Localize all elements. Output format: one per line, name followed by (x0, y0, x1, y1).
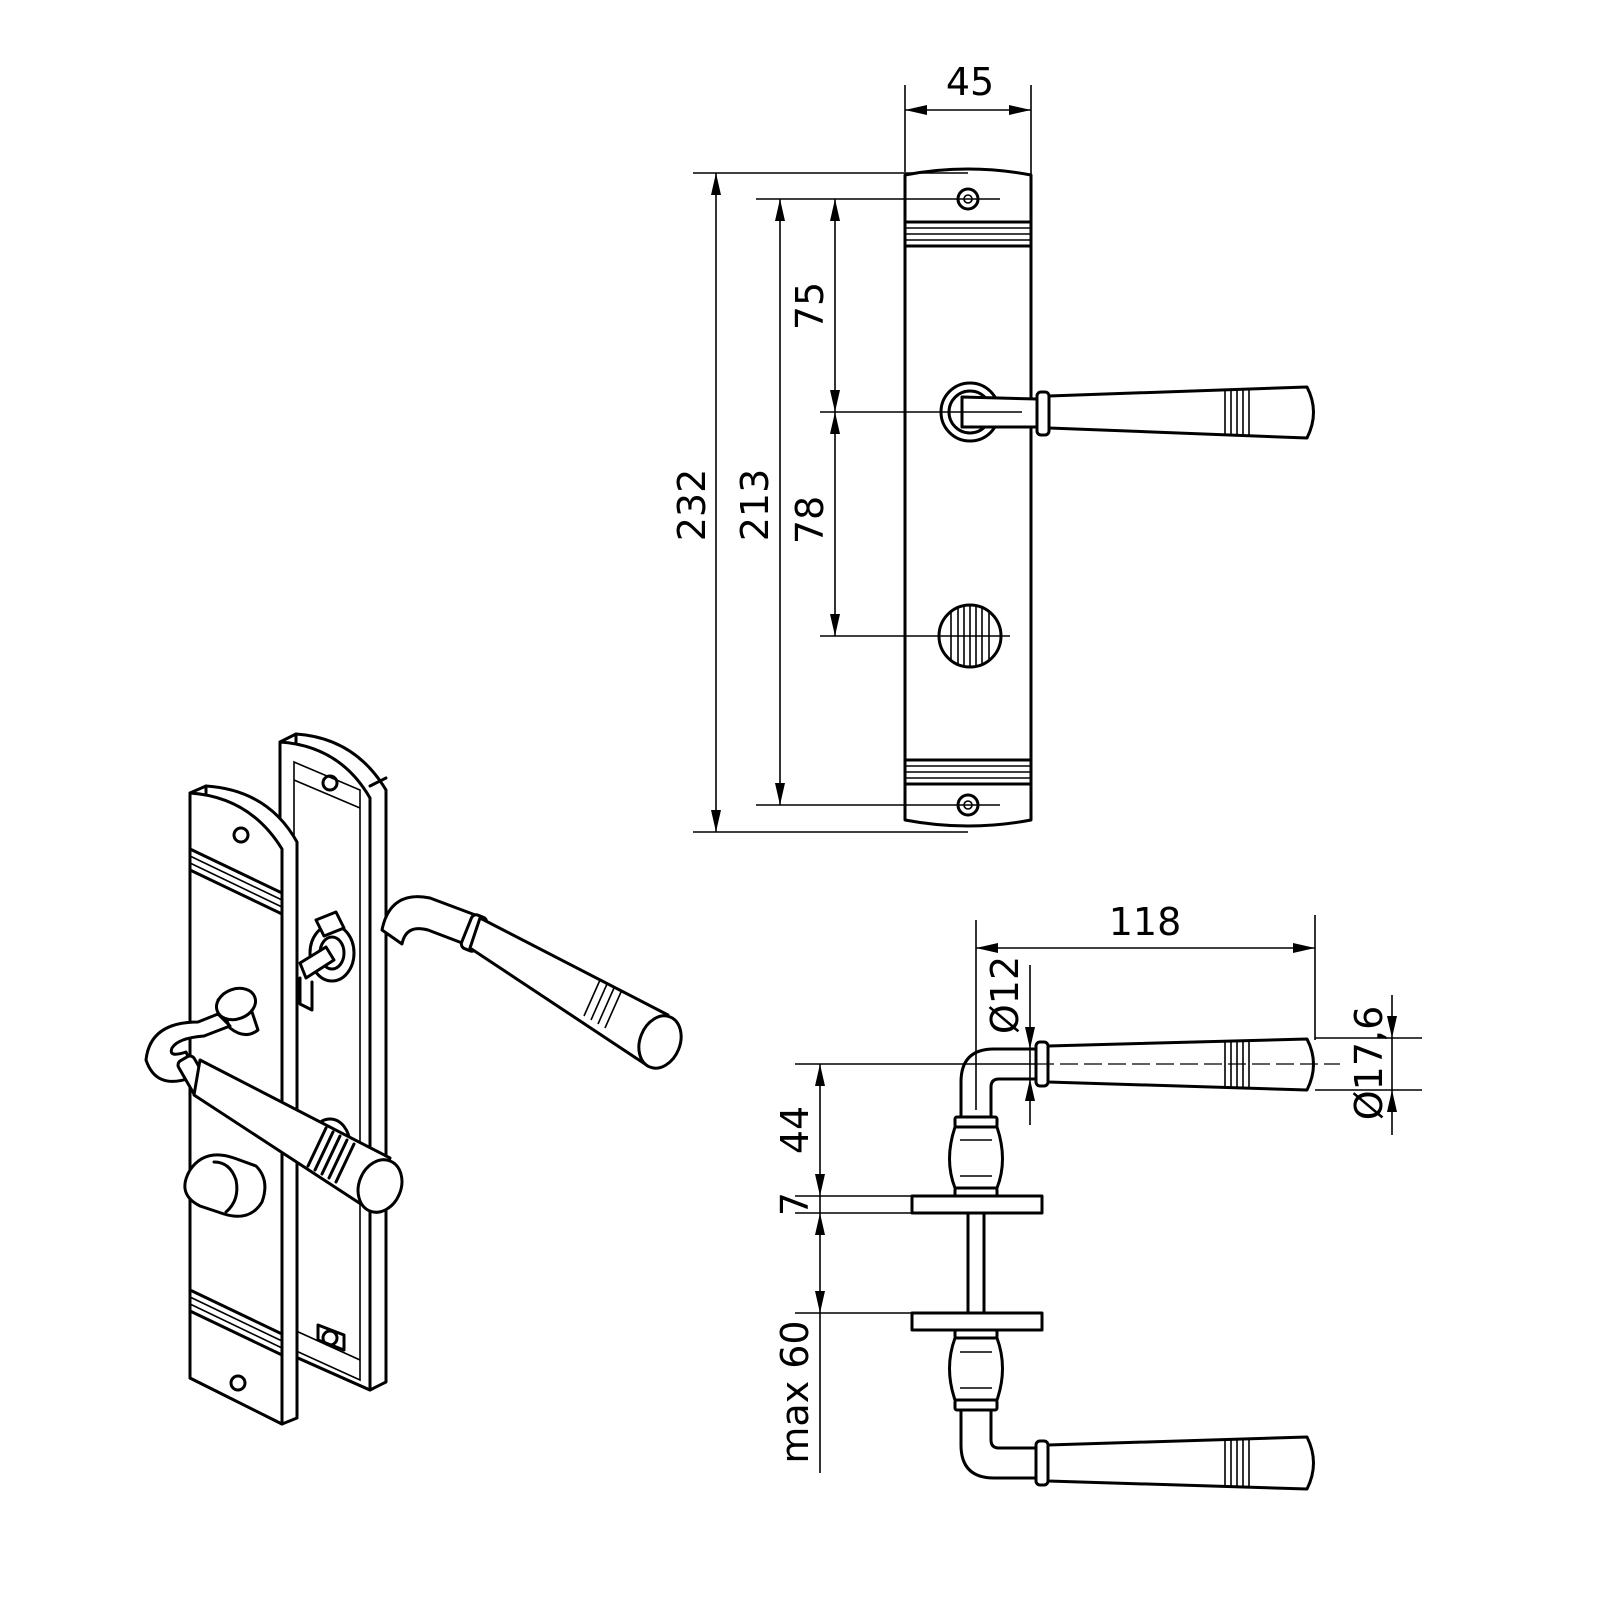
upper-rose-plate (910, 1194, 1044, 1215)
bottom-groove-lines (903, 758, 1033, 786)
upper-rose-neck (948, 1115, 1004, 1198)
lower-offset-dimension-label: 78 (788, 496, 832, 544)
lever-height-dimension-label: 44 (773, 1106, 817, 1154)
isometric-view (144, 732, 683, 1426)
total-height-dimension-label: 232 (670, 469, 714, 542)
door-thickness-dimension-label: max 60 (773, 1320, 817, 1463)
side-view-assembly (910, 1037, 1340, 1491)
side-view-dimensions: 118 Ø12 Ø17,6 44 7 max 60 (773, 900, 1422, 1473)
lower-lever (959, 1408, 1315, 1491)
iso-back-plate (278, 732, 388, 1392)
lever-length-dimension-label: 118 (1109, 900, 1182, 944)
front-view-backplate (903, 167, 1315, 828)
width-dimension-label: 45 (946, 60, 994, 104)
iso-privacy-turn (183, 1153, 267, 1218)
iso-back-lever (380, 895, 683, 1070)
upper-lever (959, 1037, 1315, 1119)
lower-rose-plate (910, 1311, 1044, 1332)
iso-front-rose (215, 986, 260, 1036)
top-groove-lines (903, 220, 1033, 248)
rose-thickness-dimension-label: 7 (773, 1192, 817, 1216)
spindle (966, 1211, 986, 1315)
grip-diameter-dimension-label: Ø17,6 (1347, 1006, 1391, 1121)
hole-spacing-dimension-label: 213 (733, 469, 777, 542)
neck-diameter-dimension-label: Ø12 (983, 956, 1027, 1034)
lower-rose-neck (948, 1328, 1004, 1412)
upper-offset-dimension-label: 75 (788, 282, 832, 330)
front-view-dimensions: 45 232 213 75 78 (670, 60, 1032, 833)
iso-front-lever (144, 1012, 404, 1214)
